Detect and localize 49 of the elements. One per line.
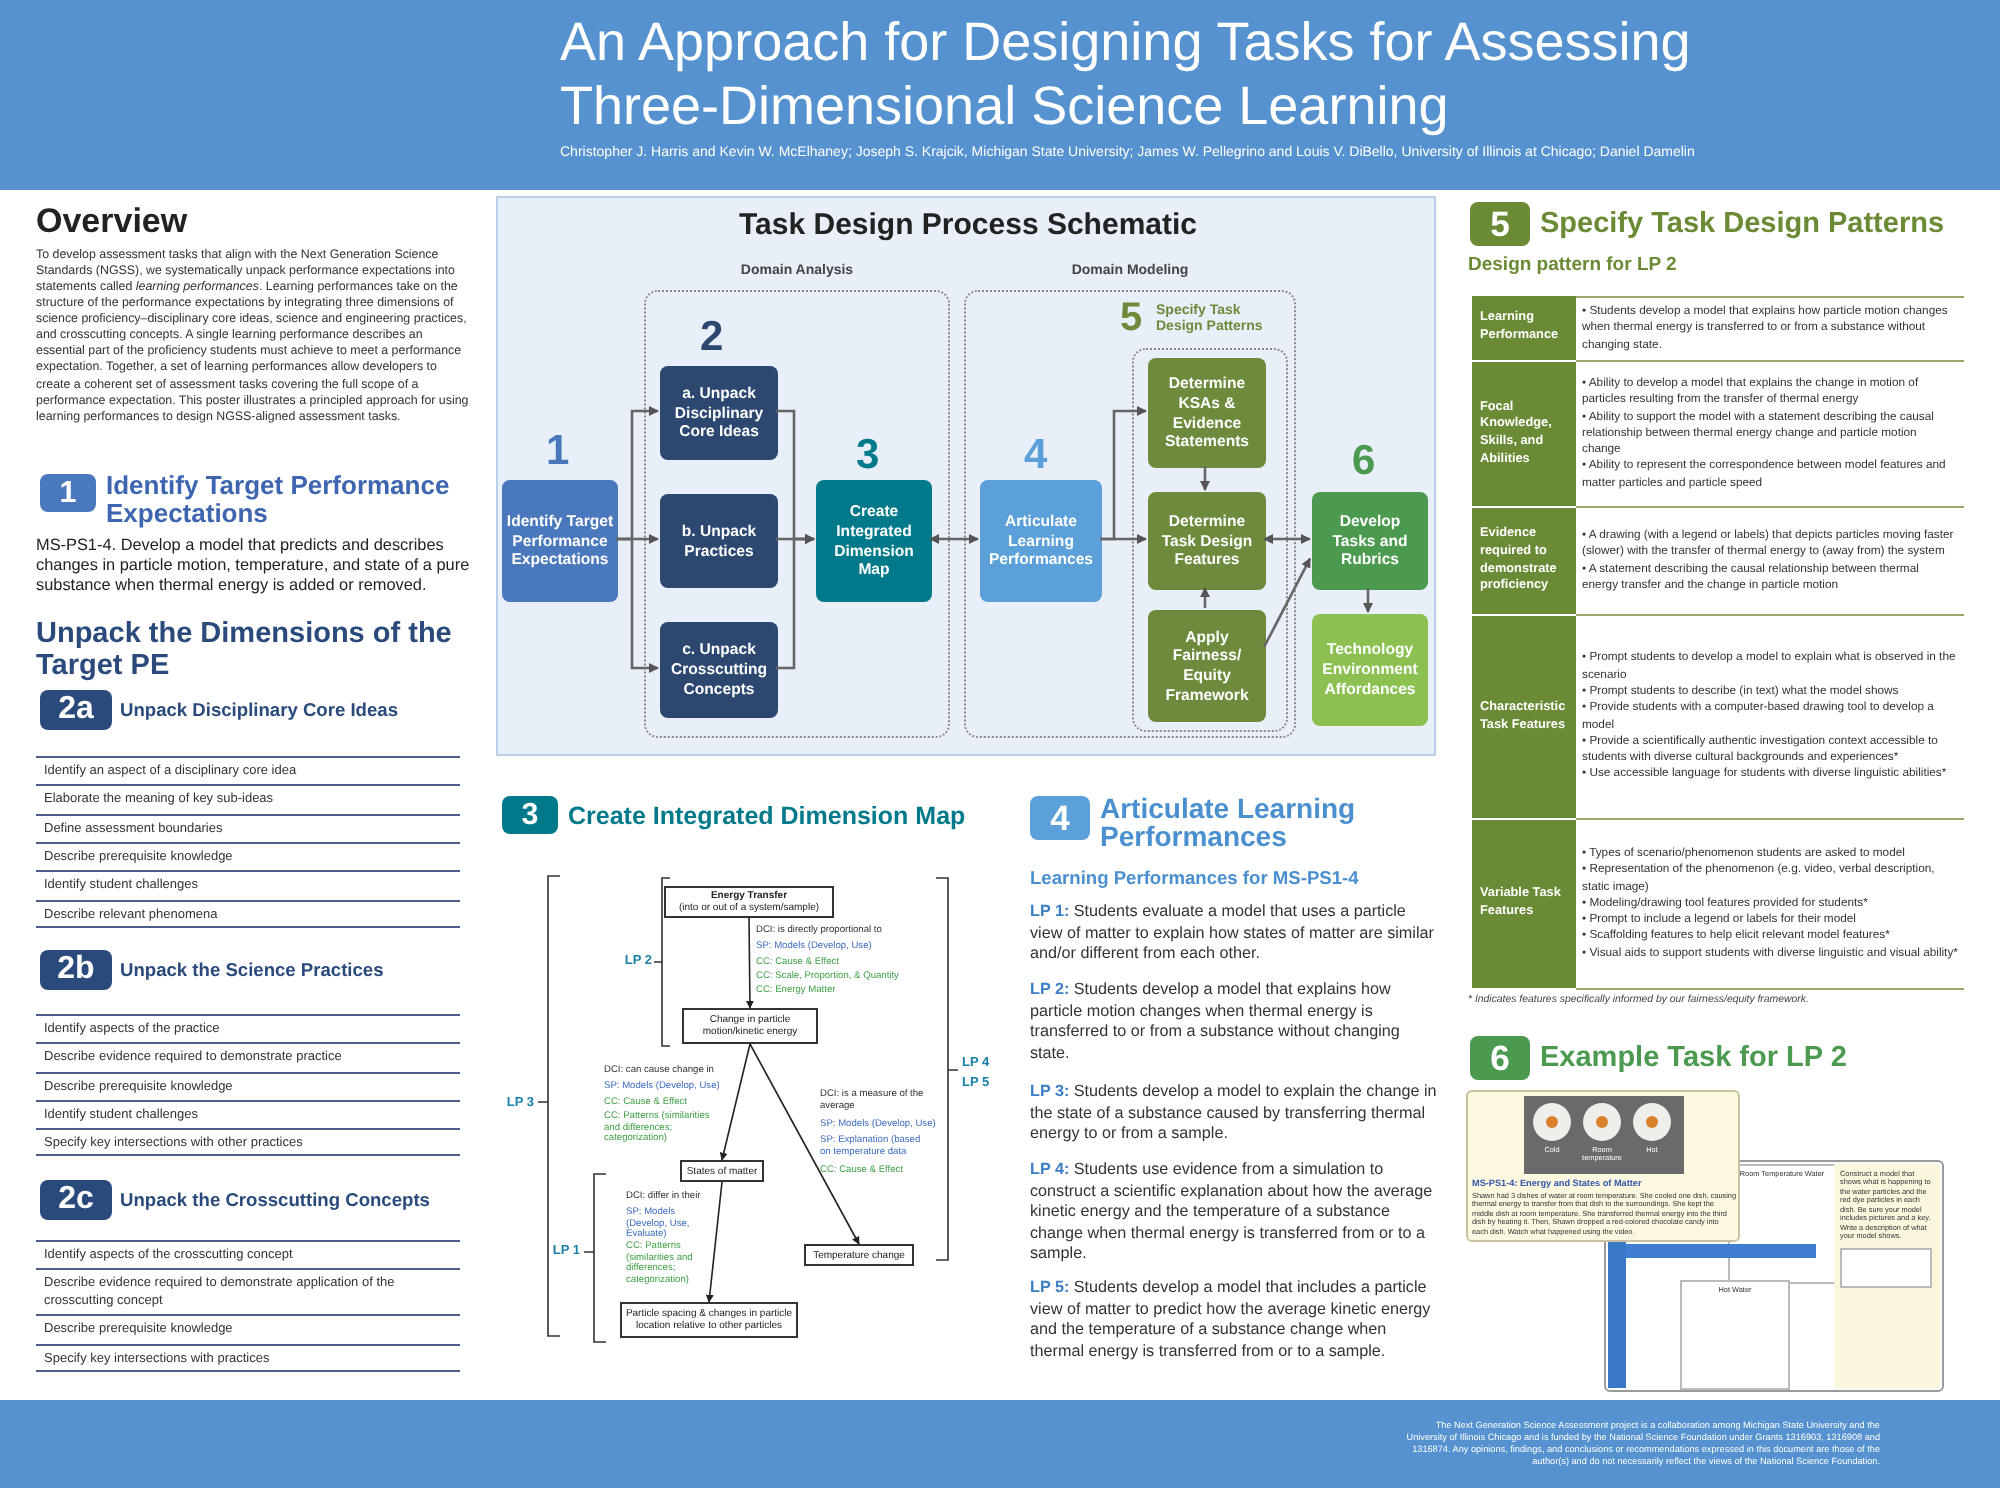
arrow bbox=[719, 1043, 751, 1161]
step-badge: 2b bbox=[40, 950, 112, 990]
step-number: 4 bbox=[1024, 434, 1048, 476]
performance-expectation: MS-PS1-4. Develop a model that predicts and describes changes in particle motion, temperature, and state of a pure substance when thermal energy is added or removed. bbox=[36, 536, 470, 596]
panel-title: Task Design Process Schematic bbox=[737, 208, 1199, 242]
step-number: 3 bbox=[856, 434, 880, 476]
section-heading: Articulate Learning Performances bbox=[1100, 794, 1358, 850]
subsection-heading: Design pattern for LP 2 bbox=[1468, 256, 1679, 278]
arrow bbox=[1363, 588, 1373, 613]
subsection-heading: Unpack the Crosscutting Concepts bbox=[120, 1190, 432, 1212]
arrow bbox=[776, 534, 815, 670]
section-heading: Identify Target Performance Expectations bbox=[106, 472, 452, 530]
subsection-heading: Unpack the Science Practices bbox=[120, 960, 386, 982]
learning-performance: LP 3: Students develop a model to explain the change in the state of a substance caused by transferring thermal energy to or from a sample. bbox=[1030, 1082, 1439, 1146]
arrow bbox=[1200, 587, 1210, 608]
learning-performance: LP 4: Students use evidence from a simulation to construct a scientific explanation about how the average kinetic energy and the temperature of a substance change when thermal energy is transferred from or to a sample. bbox=[1030, 1160, 1435, 1266]
step-badge: 1 bbox=[40, 474, 96, 512]
step-badge: 3 bbox=[502, 796, 558, 834]
arrow bbox=[1263, 534, 1311, 544]
poster-title: An Approach for Designing Tasks for Assessing Three-Dimensional Science Learning bbox=[560, 12, 1693, 139]
section-heading: Example Task for LP 2 bbox=[1540, 1042, 1849, 1076]
step-number: 6 bbox=[1352, 440, 1376, 482]
arrow bbox=[705, 1181, 723, 1303]
step-number: 2 bbox=[700, 316, 724, 358]
section-heading: Overview bbox=[36, 202, 190, 242]
arrow bbox=[1100, 534, 1147, 544]
step-number: 5 bbox=[1120, 298, 1145, 338]
arrow bbox=[1262, 557, 1312, 648]
subsection-heading: Unpack Disciplinary Core Ideas bbox=[120, 700, 400, 722]
learning-performance: LP 2: Students develop a model that explains how particle motion changes when thermal energy is transferred to or from a substance without changing state. bbox=[1030, 980, 1402, 1065]
section-heading: Specify Task Design Patterns bbox=[1540, 208, 1947, 242]
section-heading: Create Integrated Dimension Map bbox=[568, 802, 968, 831]
arrow bbox=[1200, 466, 1210, 491]
arrow bbox=[745, 917, 754, 1009]
step-badge: 5 bbox=[1470, 202, 1530, 246]
step-badge: 2a bbox=[40, 690, 112, 730]
step-badge: 2c bbox=[40, 1180, 112, 1220]
arrow bbox=[749, 1043, 860, 1245]
concept-box bbox=[664, 886, 834, 918]
learning-performance: LP 1: Students evaluate a model that uses a particle view of matter to explain how states of matter are similar and/or different from each other. bbox=[1030, 902, 1436, 966]
learning-performance: LP 5: Students develop a model that includes a particle view of matter to predict how the average kinetic energy and the temperature of a substance change when thermal energy is transferred from or to a sample. bbox=[1030, 1278, 1433, 1363]
panel-background bbox=[496, 196, 1436, 756]
step-number: 1 bbox=[546, 430, 570, 472]
step-badge: 6 bbox=[1470, 1036, 1530, 1080]
section-heading: Unpack the Dimensions of the Target PE bbox=[36, 620, 454, 684]
subsection-heading: Learning Performances for MS-PS1-4 bbox=[1030, 868, 1361, 890]
arrow bbox=[929, 534, 979, 544]
step-badge: 4 bbox=[1030, 796, 1090, 840]
arrow bbox=[616, 537, 659, 673]
